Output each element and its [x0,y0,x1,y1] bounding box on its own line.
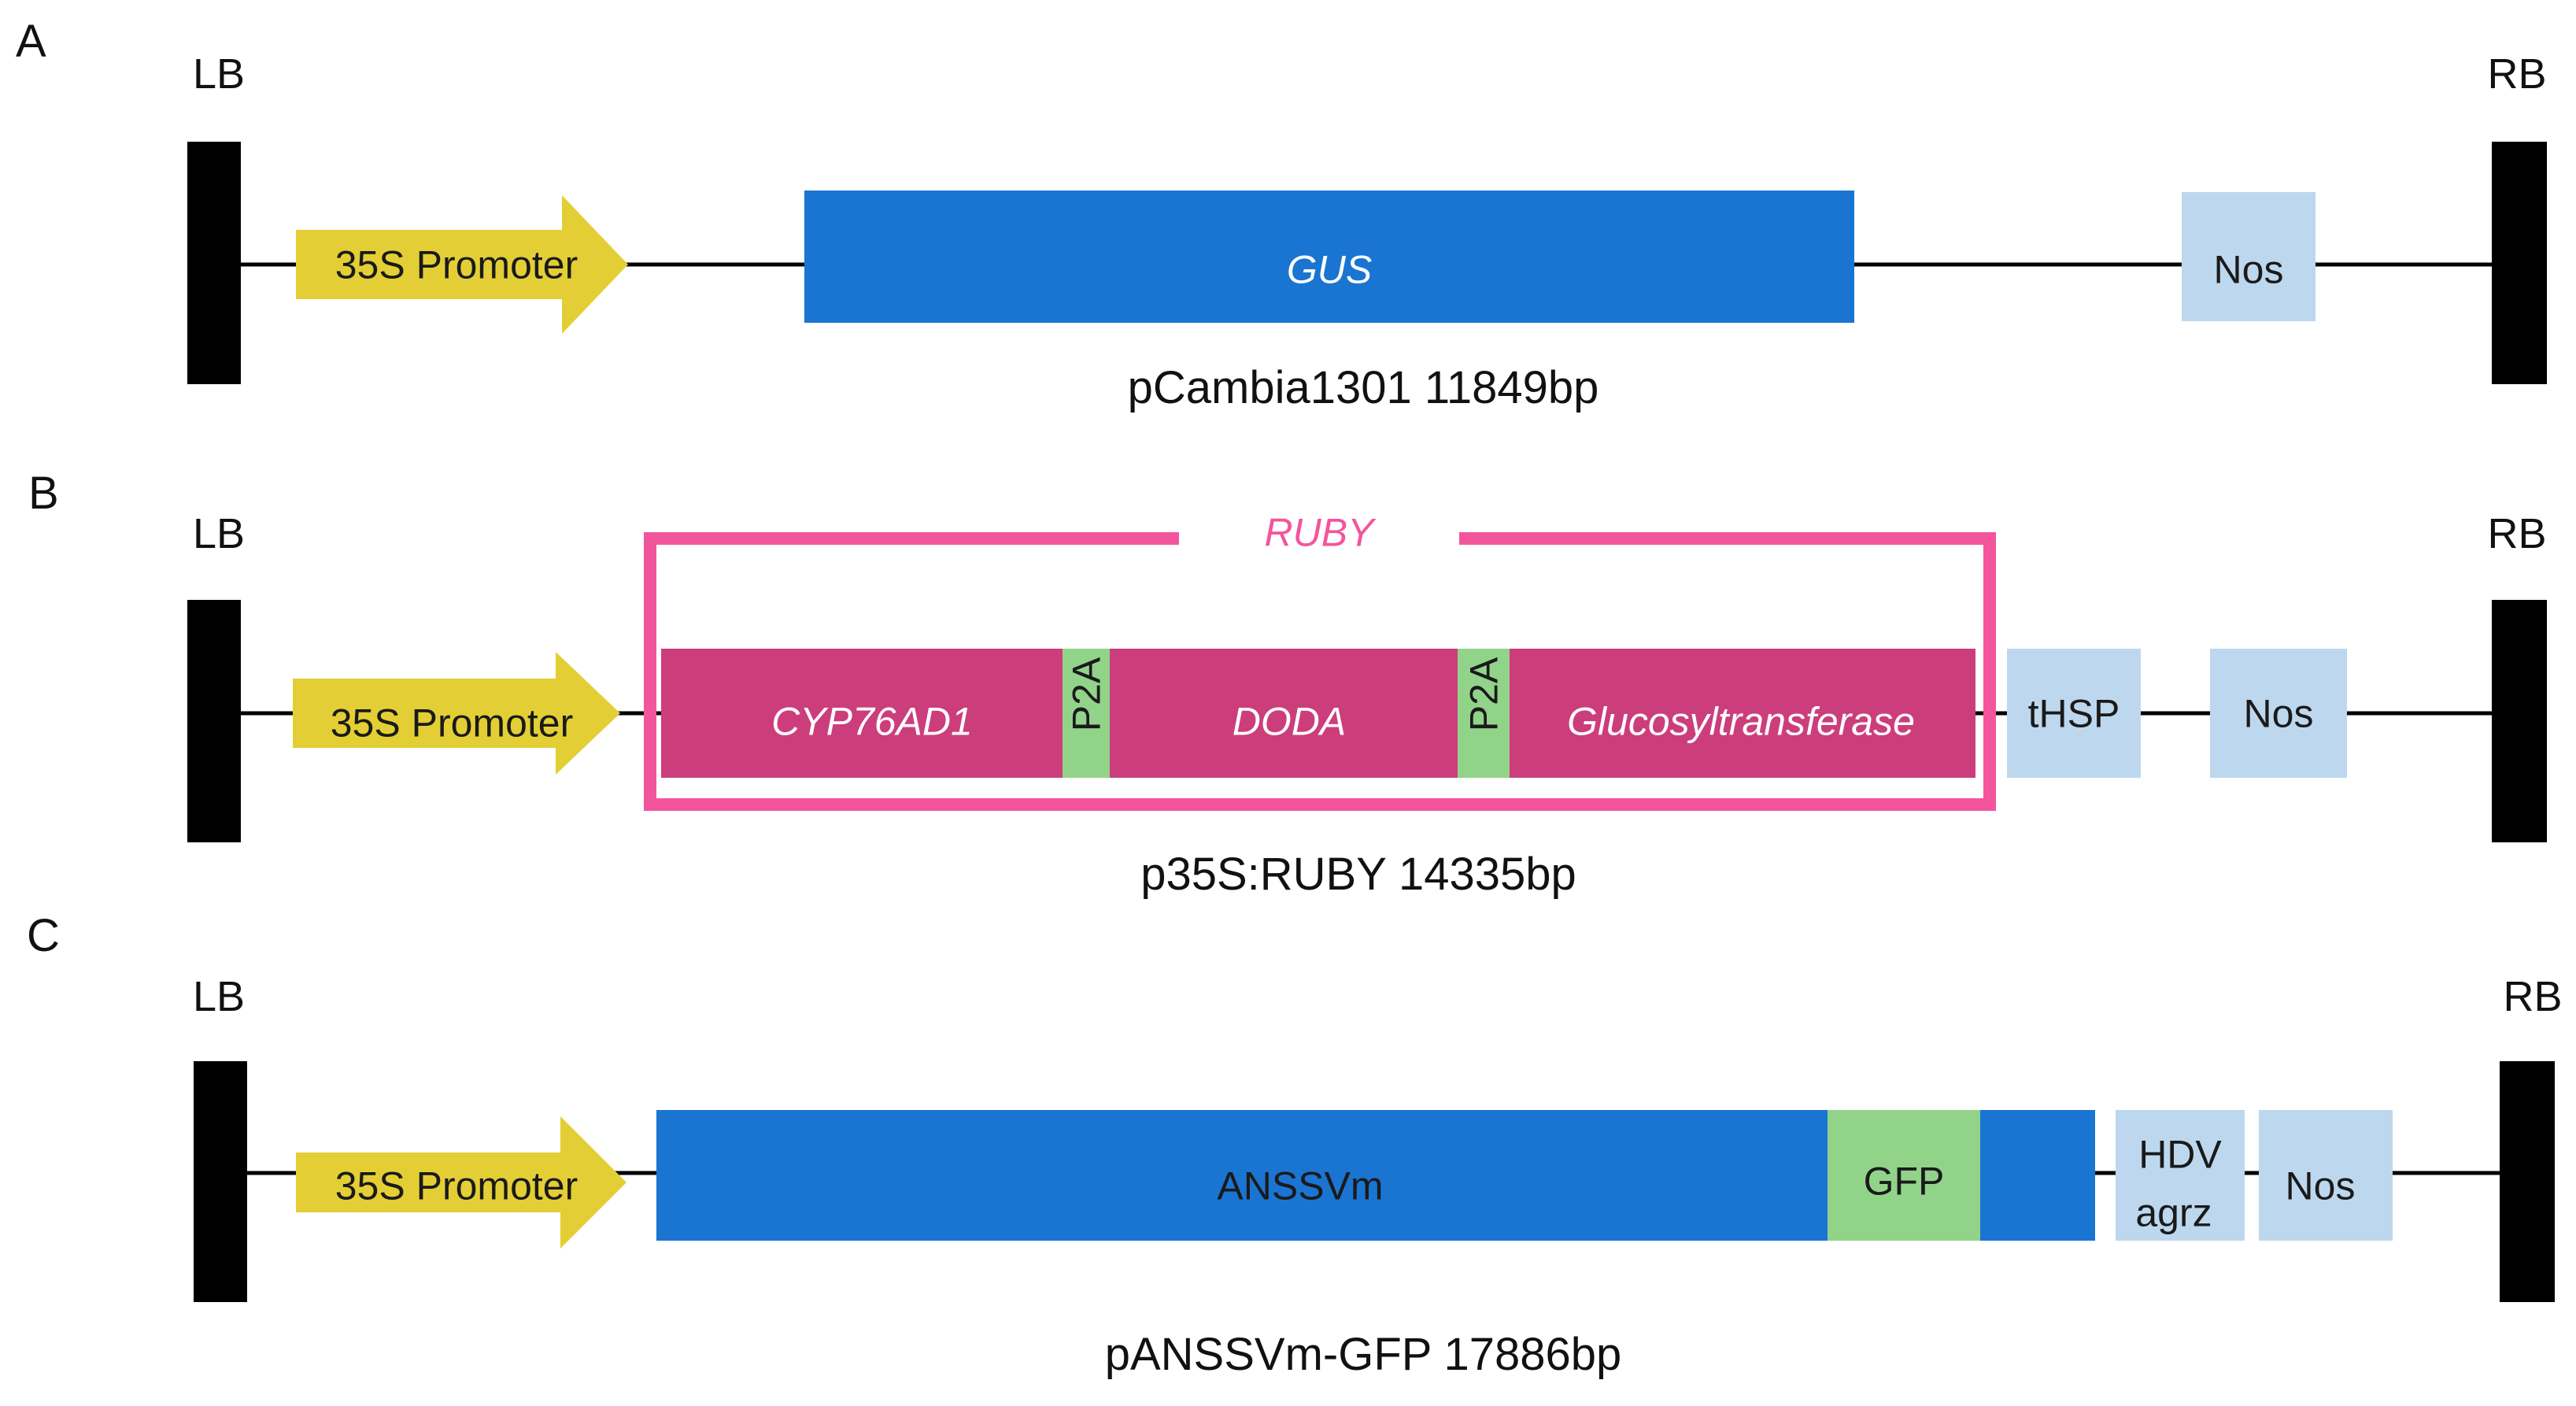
doda-block [1110,649,1458,778]
cyp76ad1-label: CYP76AD1 [771,700,973,744]
panel-b: B LB RB 35S Promoter RUBY CYP76AD1 P2A D… [28,468,2547,900]
hdv-agrz-ribozyme [2116,1110,2245,1241]
agrz-label: agrz [2135,1191,2212,1235]
hdv-label: HDV [2138,1133,2222,1177]
cyp76ad1-block [661,649,1063,778]
panel-label-b: B [28,468,59,519]
nos-label-b: Nos [2244,692,2314,736]
right-border-block-a [2492,142,2547,384]
vector-title-a: pCambia1301 11849bp [1128,362,1599,413]
vector-title-b: p35S:RUBY 14335bp [1140,849,1576,900]
p2a-label-1: P2A [1065,657,1109,731]
p2a-linker-2 [1458,649,1510,778]
promoter-label-b: 35S Promoter [331,701,573,746]
nos-terminator-a [2182,192,2315,321]
thsp-terminator [2007,649,2141,778]
right-border-label-c: RB [2503,973,2562,1020]
panel-label-a: A [16,16,46,67]
glucosyltransferase-label: Glucosyltransferase [1567,700,1915,744]
nos-terminator-c [2259,1110,2393,1241]
nos-label-c: Nos [2286,1164,2356,1208]
nos-terminator-b [2210,649,2347,778]
left-border-block-a [187,142,241,384]
gus-label: GUS [1287,248,1372,292]
right-border-block-c [2500,1061,2555,1302]
vector-title-c: pANSSVm-GFP 17886bp [1105,1329,1622,1380]
panel-label-c: C [27,910,60,961]
left-border-block-b [187,600,241,842]
doda-label: DODA [1233,700,1346,744]
glucosyltransferase-block [1510,649,1975,778]
left-border-label-b: LB [193,510,245,557]
promoter-arrow-a [296,195,628,334]
gfp-label: GFP [1864,1160,1945,1204]
left-border-label-c: LB [193,973,245,1020]
panel-c: C LB RB 35S Promoter ANSSVm GFP HDV agrz… [27,910,2563,1380]
left-border-label-a: LB [193,50,245,98]
p2a-linker-1 [1063,649,1110,778]
promoter-label-a: 35S Promoter [335,243,578,287]
p2a-label-2: P2A [1462,657,1506,731]
gus-block [804,191,1854,323]
panel-a: A LB RB 35S Promoter GUS Nos pCambia1301… [16,16,2547,413]
right-border-label-a: RB [2487,50,2546,98]
right-border-label-b: RB [2487,510,2546,557]
ruby-frame [644,532,1996,811]
left-border-block-c [194,1061,247,1302]
anssvm-tail-block [1980,1110,2095,1241]
anssvm-block [656,1110,1828,1241]
promoter-label-c: 35S Promoter [335,1164,578,1208]
promoter-arrow-c [296,1116,626,1249]
gfp-block [1828,1110,1980,1241]
thsp-label: tHSP [2028,692,2120,736]
anssvm-label: ANSSVm [1217,1164,1383,1208]
promoter-arrow-b [293,652,620,775]
right-border-block-b [2492,600,2547,842]
nos-label-a: Nos [2214,248,2284,292]
ruby-frame-label: RUBY [1265,511,1377,555]
